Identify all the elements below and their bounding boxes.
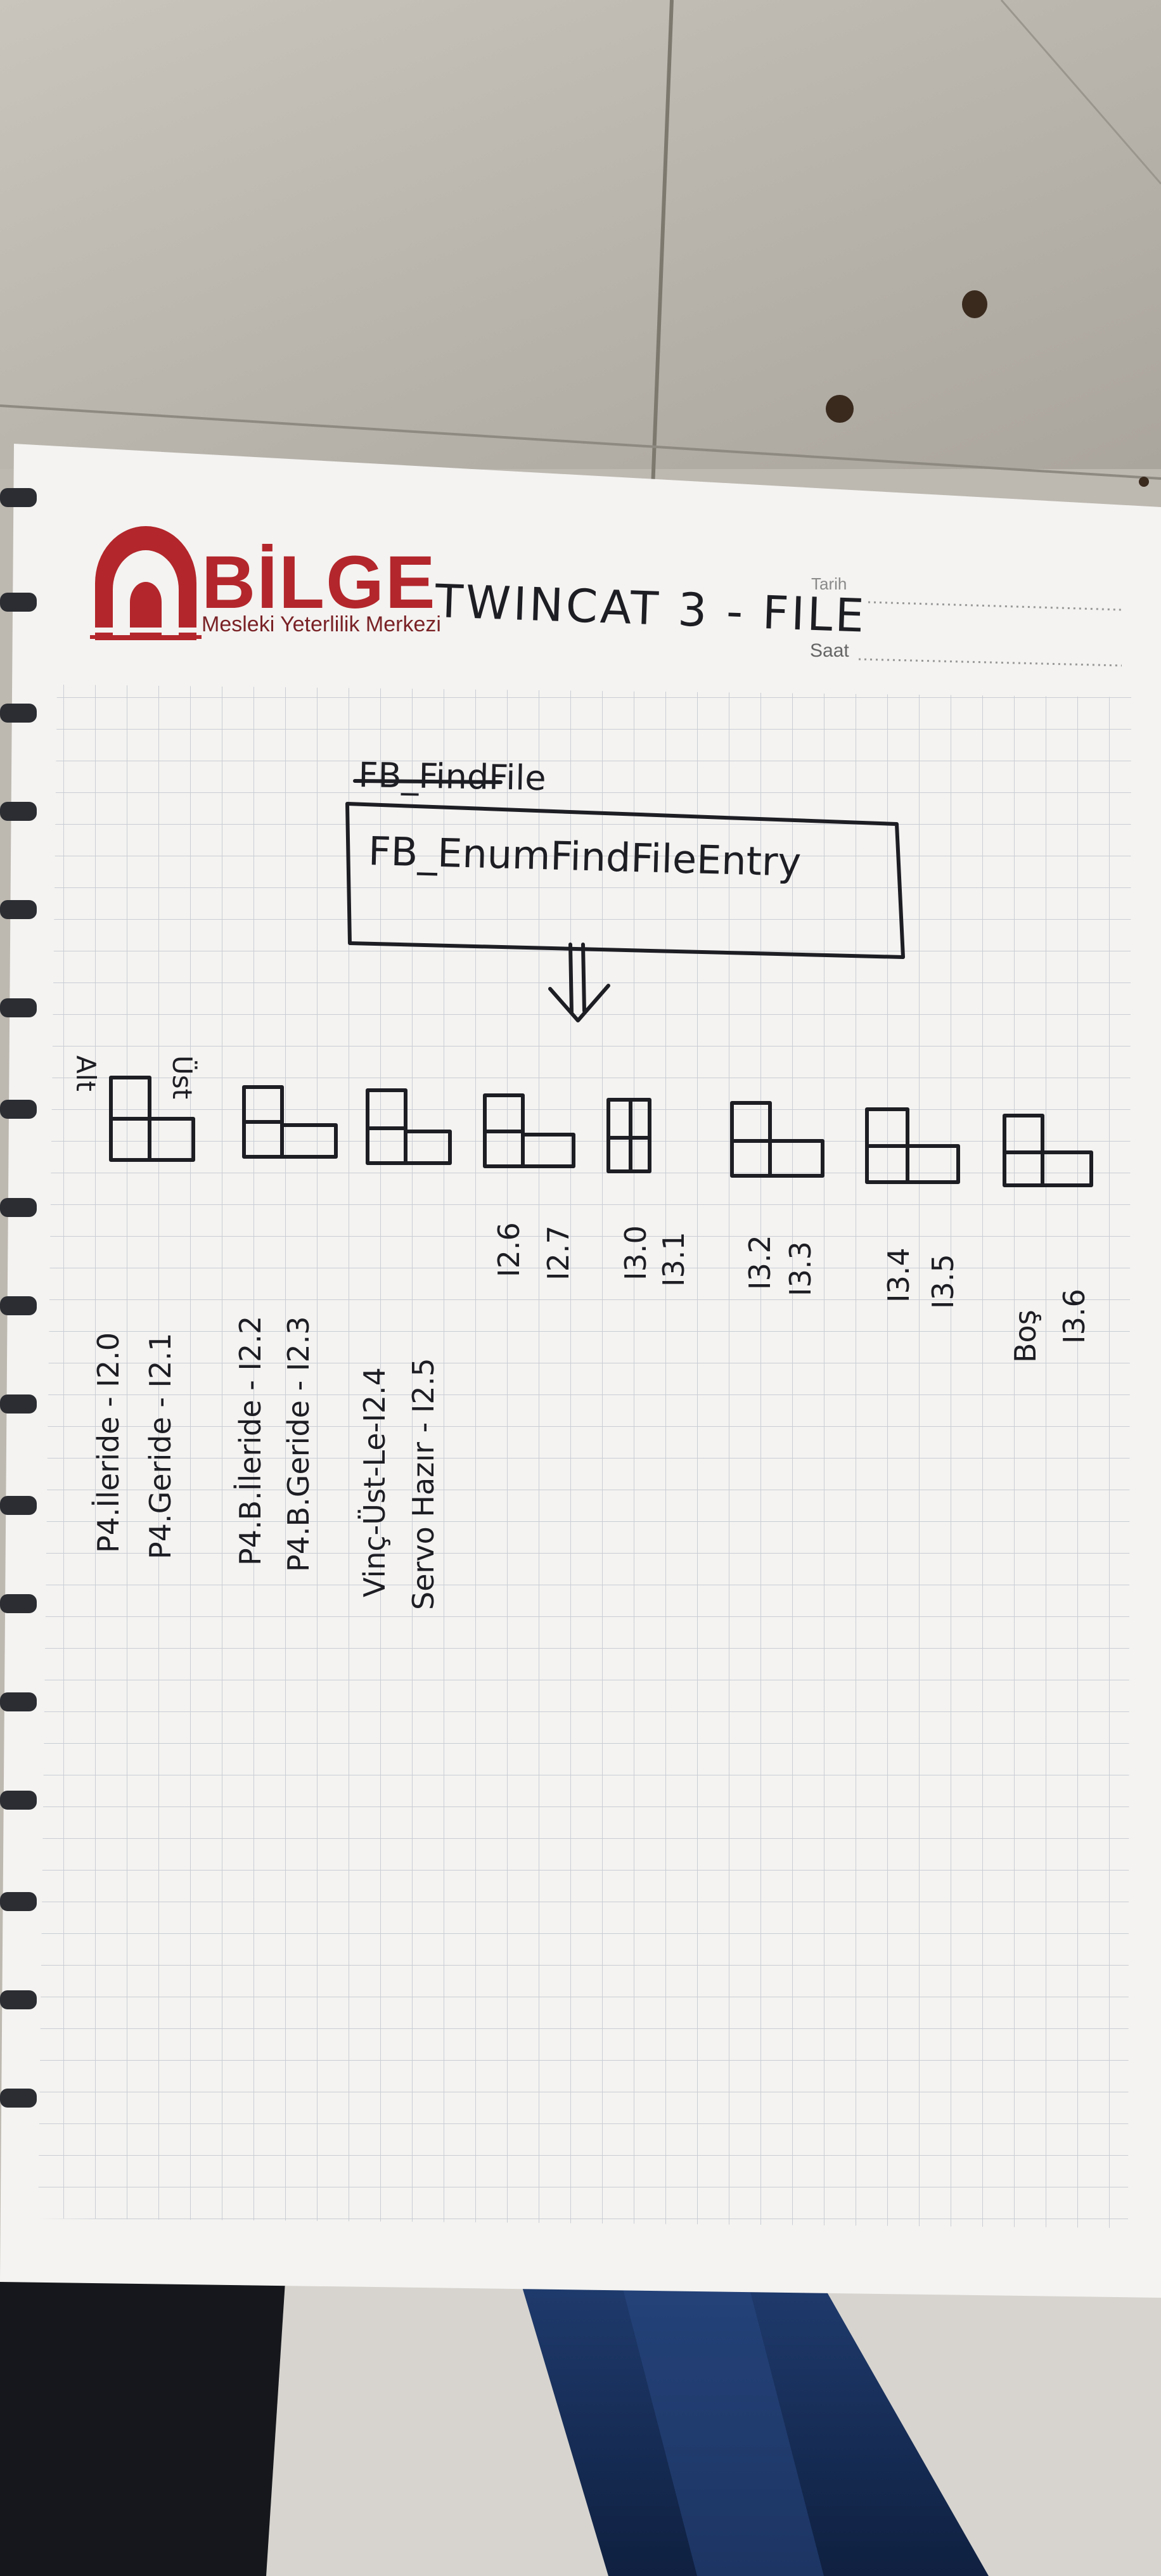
bit-diagram-7 — [865, 1107, 960, 1184]
date-line — [868, 601, 1122, 611]
notebook-page — [0, 444, 1161, 2298]
function-block-box — [345, 802, 905, 959]
brand-logo-icon — [90, 526, 202, 640]
bit-diagram-2 — [242, 1085, 338, 1159]
time-line — [858, 658, 1122, 667]
bit-diagram-3 — [366, 1088, 452, 1165]
down-arrow — [548, 943, 610, 1022]
bit-diagram-1 — [109, 1076, 195, 1162]
bit-diagram-4 — [483, 1093, 575, 1168]
legs-background — [0, 2276, 1161, 2576]
bit-diagram-5 — [606, 1098, 651, 1173]
bit-diagram-8 — [1003, 1114, 1093, 1187]
bit-diagram-6 — [730, 1101, 824, 1178]
spiral-binding — [0, 488, 37, 2108]
strike-line — [353, 779, 503, 784]
floor-background — [0, 0, 1161, 489]
